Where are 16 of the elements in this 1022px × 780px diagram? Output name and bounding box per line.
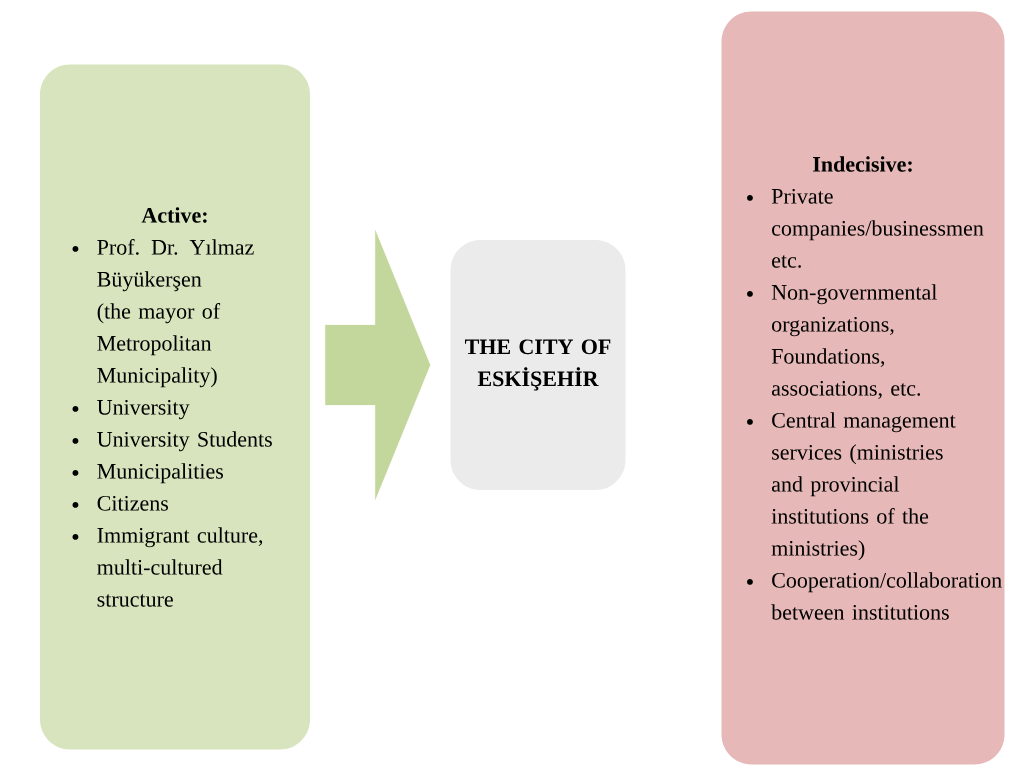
title-box: THE CITY OF ESKİŞEHİR [450,240,626,490]
list-box [40,64,310,750]
list-item: Non-governmental organizations, Foundations, associations, etc. [747,284,937,399]
list-item: Municipalities [72,463,223,484]
heading: Indecisive: [813,156,912,172]
list-item: Cooperation/collaboration between institutions [747,572,1002,620]
heading: Active: [141,207,207,223]
list-item: University Students [72,431,272,452]
list-item: Private companies/businessmen etc. [747,188,984,268]
list-box [721,11,1005,765]
list-item: Central management services (ministries and provincial institutions of the ministries) [747,412,956,561]
list-item: Immigrant culture, multi-cultured structure [72,527,263,607]
list-item: Citizens [72,495,168,511]
list-item: University [72,399,190,420]
block-arrow [325,229,431,501]
list-item: Prof. Dr. Yılmaz Büyükerşen (the mayor of Metropolitan Municipality) [72,239,254,388]
